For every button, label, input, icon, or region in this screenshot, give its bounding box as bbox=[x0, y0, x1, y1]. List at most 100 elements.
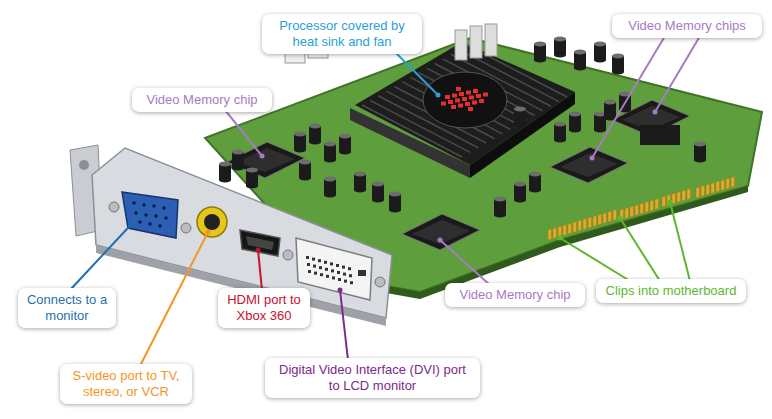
dvi-port bbox=[375, 277, 385, 287]
edge-connector bbox=[583, 219, 587, 230]
fan-hub bbox=[423, 72, 507, 128]
capacitor bbox=[534, 42, 546, 47]
leader-dot bbox=[590, 156, 595, 161]
capacitor bbox=[594, 42, 606, 47]
leader-dot bbox=[438, 238, 443, 243]
leader-dot bbox=[436, 93, 441, 98]
dvi-pins bbox=[358, 270, 366, 276]
capacitor bbox=[574, 66, 586, 71]
edge-connector bbox=[598, 214, 602, 225]
capacitor bbox=[514, 182, 526, 187]
capacitor bbox=[354, 172, 366, 177]
fan-hub bbox=[458, 104, 463, 108]
capacitor bbox=[299, 160, 311, 165]
edge-connector bbox=[640, 203, 644, 214]
edge-connector bbox=[726, 178, 730, 189]
vga-port bbox=[154, 214, 158, 218]
capacitor bbox=[604, 100, 616, 105]
capacitor bbox=[554, 138, 566, 143]
dvi-pins bbox=[318, 259, 321, 262]
dvi-pins bbox=[306, 256, 309, 259]
dvi-pins bbox=[350, 281, 353, 284]
dvi-pins bbox=[325, 268, 328, 271]
leader-line bbox=[395, 52, 438, 95]
edge-connector bbox=[603, 213, 607, 224]
capacitor bbox=[324, 177, 336, 182]
leader-line bbox=[258, 250, 262, 290]
vga-port bbox=[132, 201, 136, 205]
dvi-pins bbox=[349, 274, 352, 277]
capacitor bbox=[324, 193, 336, 198]
edge-connector bbox=[558, 226, 562, 237]
leader-line bbox=[620, 218, 660, 281]
leader-dot bbox=[206, 230, 211, 235]
capacitor bbox=[389, 192, 401, 197]
edge-connector bbox=[696, 187, 700, 198]
capacitor bbox=[246, 168, 258, 173]
capacitor bbox=[514, 107, 526, 112]
dvi-pins bbox=[344, 280, 347, 283]
dvi-pins bbox=[326, 275, 329, 278]
leader-dot bbox=[138, 213, 143, 218]
leader-line bbox=[340, 290, 348, 360]
capacitor bbox=[372, 182, 384, 187]
capacitor bbox=[574, 50, 586, 55]
dvi-pins bbox=[306, 256, 366, 284]
edge-connector bbox=[548, 229, 552, 240]
vga-port bbox=[109, 192, 191, 238]
fan-hub bbox=[462, 97, 467, 101]
fan-hub bbox=[476, 94, 481, 98]
leader-dot bbox=[260, 154, 265, 159]
fan-hub bbox=[466, 91, 471, 95]
leader-dot bbox=[558, 236, 563, 241]
capacitor bbox=[554, 122, 566, 127]
dvi-pins bbox=[343, 273, 346, 276]
dvi-pins bbox=[319, 266, 322, 269]
dvi-pins bbox=[324, 261, 327, 264]
vga-port bbox=[152, 204, 156, 208]
hdmi-port bbox=[240, 230, 280, 256]
edge-connector bbox=[687, 189, 691, 200]
edge-connector bbox=[677, 192, 681, 203]
callout-label: Clips into motherboard bbox=[596, 279, 746, 303]
capacitor bbox=[299, 176, 311, 181]
dvi-pins bbox=[331, 269, 334, 272]
s-video-port bbox=[197, 207, 227, 237]
dvi-pins bbox=[312, 258, 315, 261]
edge-connector bbox=[672, 193, 676, 204]
capacitor bbox=[339, 134, 351, 139]
vga-port bbox=[164, 216, 168, 220]
capacitor bbox=[494, 213, 506, 218]
edge-connector bbox=[716, 181, 720, 192]
capacitor bbox=[494, 197, 506, 202]
edge-connector bbox=[613, 210, 617, 221]
edge-connector bbox=[650, 200, 654, 211]
hdmi-port bbox=[240, 230, 280, 256]
leader-line bbox=[70, 36, 700, 366]
leader-line bbox=[140, 232, 208, 366]
power-connector bbox=[455, 30, 467, 60]
capacitor bbox=[294, 132, 306, 137]
leader-dot bbox=[618, 216, 623, 221]
edge-connector bbox=[711, 183, 715, 194]
capacitor bbox=[232, 150, 244, 155]
fan-hub bbox=[423, 72, 507, 128]
fan-hub bbox=[468, 107, 473, 111]
callout-label: Digital Video Interface (DVI) port to LC… bbox=[265, 358, 480, 398]
memory-chip bbox=[560, 153, 618, 177]
fan-hub bbox=[448, 100, 453, 104]
edge-connector bbox=[701, 186, 705, 197]
dvi-port bbox=[283, 250, 293, 260]
dvi-pins bbox=[337, 271, 340, 274]
capacitor bbox=[309, 140, 321, 145]
capacitor bbox=[554, 53, 566, 58]
power-connector bbox=[640, 125, 680, 145]
callout-label: S-video port to TV, stereo, or VCR bbox=[60, 364, 192, 404]
edge-connector bbox=[608, 211, 612, 222]
edge-connector bbox=[553, 228, 557, 239]
edge-connector bbox=[563, 225, 567, 236]
callout-label: HDMI port to Xbox 360 bbox=[218, 288, 310, 328]
capacitor bbox=[529, 172, 541, 177]
